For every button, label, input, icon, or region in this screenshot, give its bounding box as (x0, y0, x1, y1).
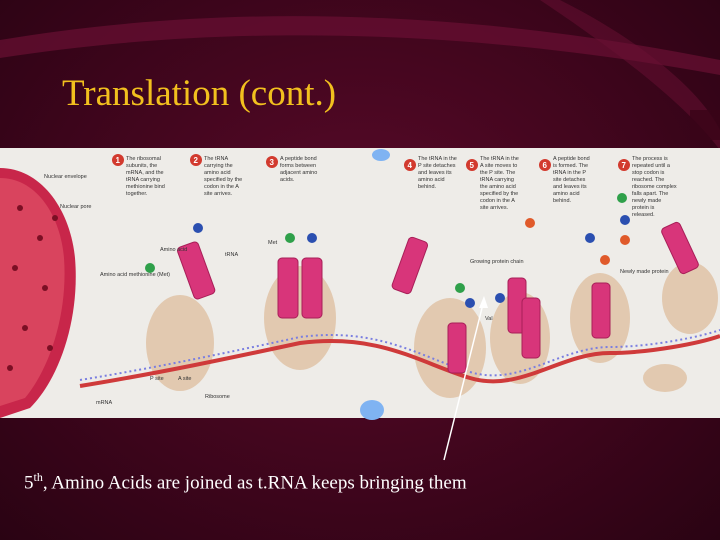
label-p-site: P site (150, 376, 164, 382)
bottom-oval-marker (360, 400, 384, 420)
amino-acids (145, 193, 630, 308)
svg-text:3: 3 (270, 158, 275, 167)
caption-prefix: 5 (24, 472, 34, 494)
label-amino-acid: Amino acid (160, 247, 187, 253)
label-a-site: A site (178, 376, 191, 382)
translation-diagram: 1 2 3 4 5 6 7 Nuclear envelope Nuclear p… (0, 154, 720, 418)
svg-text:7: 7 (622, 161, 627, 170)
slide-title: Translation (cont.) (62, 73, 337, 114)
step-badges: 1 2 3 4 5 6 7 (112, 154, 630, 171)
top-oval-marker (372, 149, 390, 161)
label-mrna: mRNA (96, 400, 113, 406)
label-met: Met (268, 240, 278, 246)
label-trna: tRNA (225, 252, 238, 258)
trna-molecules (177, 221, 699, 374)
svg-text:2: 2 (194, 156, 199, 165)
label-val: Val (485, 316, 493, 322)
caption-superscript: th (33, 470, 43, 484)
label-growing-chain: Growing protein chain (470, 259, 524, 265)
svg-text:5: 5 (470, 161, 475, 170)
nucleus (0, 168, 76, 418)
svg-text:6: 6 (543, 161, 548, 170)
label-newly-made-protein: Newly made protein (620, 269, 669, 275)
label-nuclear-envelope: Nuclear envelope (44, 174, 87, 180)
svg-text:1: 1 (116, 156, 121, 165)
slide-caption: 5th, Amino Acids are joined as t.RNA kee… (24, 470, 467, 494)
label-ribosome: Ribosome (205, 394, 230, 400)
svg-text:4: 4 (408, 161, 413, 170)
label-amino-acid-methionine: Amino acid methionine (Met) (100, 272, 170, 278)
label-nuclear-pore: Nuclear pore (60, 204, 92, 210)
translation-figure: 1 2 3 4 5 6 7 Nuclear envelope Nuclear p… (0, 148, 720, 418)
caption-text: , Amino Acids are joined as t.RNA keeps … (42, 472, 467, 494)
